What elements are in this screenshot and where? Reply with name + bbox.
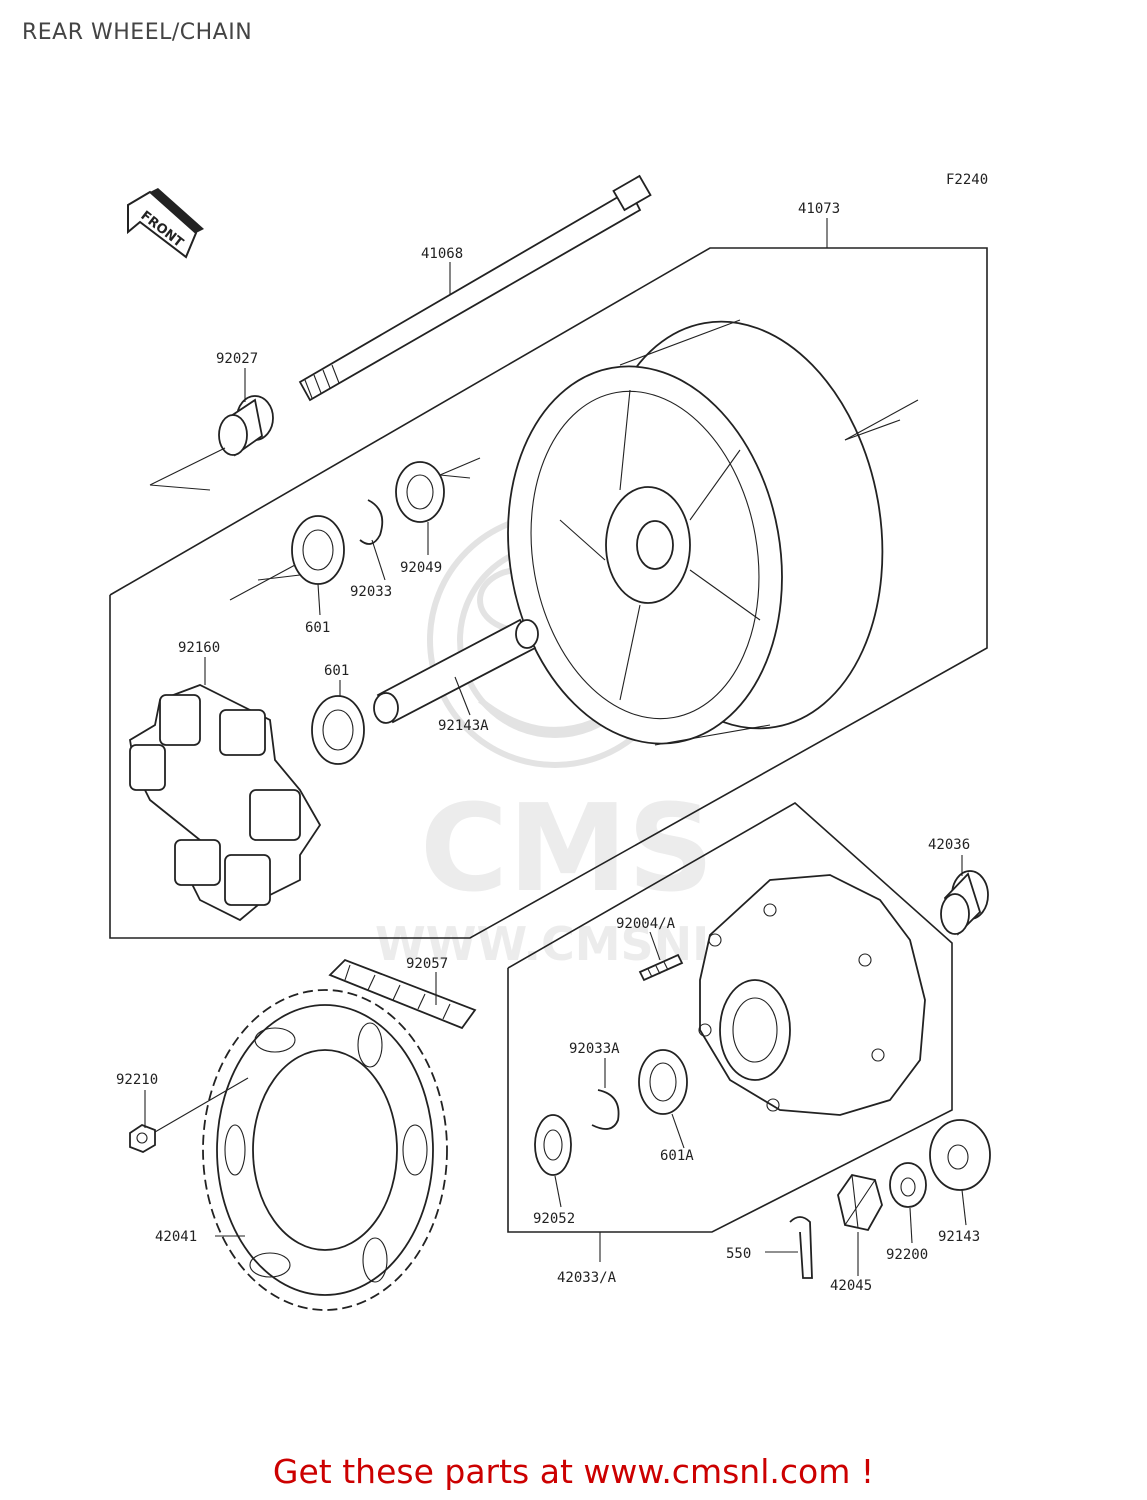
collar-92027	[149, 395, 274, 491]
bearing-601A	[638, 1049, 688, 1115]
front-arrow-icon: FRONT	[127, 188, 204, 259]
part-label-92027: 92027	[216, 351, 258, 367]
part-label-601A: 601A	[660, 1148, 694, 1164]
part-label-41073: 41073	[798, 201, 840, 217]
castle-nut-42045	[837, 1173, 883, 1232]
oil-seal-92049	[395, 457, 481, 523]
part-label-92143A: 92143A	[438, 718, 489, 734]
part-label-92004A: 92004/A	[616, 916, 676, 932]
rim-41073	[507, 319, 919, 746]
spacer-92143A	[373, 618, 539, 724]
part-label-92033A: 92033A	[569, 1041, 620, 1057]
collar-42036	[940, 870, 989, 936]
part-label-92200: 92200	[886, 1247, 928, 1263]
part-label-42036: 42036	[928, 837, 970, 853]
part-label-92052: 92052	[533, 1211, 575, 1227]
part-labels: 41073 41068 92027 92049 92033 601 92160 …	[116, 201, 980, 1294]
stud-92004A	[638, 953, 684, 982]
part-label-92143: 92143	[938, 1229, 980, 1245]
nut-92210	[129, 1077, 249, 1153]
sprocket-hub-42033A	[698, 874, 926, 1116]
footer-link-text[interactable]: Get these parts at www.cmsnl.com !	[272, 1452, 875, 1491]
collar-92143	[929, 1119, 991, 1191]
part-label-92049: 92049	[400, 560, 442, 576]
part-label-42041: 42041	[155, 1229, 197, 1245]
part-label-601-lower: 601	[324, 663, 349, 679]
washer-92200	[889, 1162, 927, 1208]
figure-code: F2240	[946, 172, 988, 188]
parts-diagram: CMS WWW.CMSNL.COM F2240 FRONT	[109, 172, 991, 1311]
leader-lines	[144, 218, 967, 1276]
part-label-42033A: 42033/A	[557, 1270, 617, 1286]
chain-92057	[328, 958, 477, 1030]
circlip-92033A	[591, 1089, 620, 1130]
bearing-601-upper	[229, 515, 345, 601]
bearing-601-lower	[311, 695, 365, 765]
wheel-assembly-frame	[109, 247, 988, 939]
axle-41068	[298, 174, 652, 402]
part-label-601-upper: 601	[305, 620, 330, 636]
sprocket-42041	[202, 989, 448, 1311]
hub-assembly-frame	[507, 802, 953, 1233]
cotter-pin-550	[789, 1216, 813, 1279]
part-label-550: 550	[726, 1246, 751, 1262]
damper-92160	[129, 684, 322, 922]
part-label-92210: 92210	[116, 1072, 158, 1088]
part-label-42045: 42045	[830, 1278, 872, 1294]
watermark-brand: CMS	[420, 780, 714, 919]
part-label-92057: 92057	[406, 956, 448, 972]
part-label-92160: 92160	[178, 640, 220, 656]
circlip-92033	[359, 499, 384, 545]
part-label-41068: 41068	[421, 246, 463, 262]
page-title: REAR WHEEL/CHAIN	[22, 20, 253, 45]
seal-92052	[534, 1114, 572, 1176]
part-label-92033: 92033	[350, 584, 392, 600]
